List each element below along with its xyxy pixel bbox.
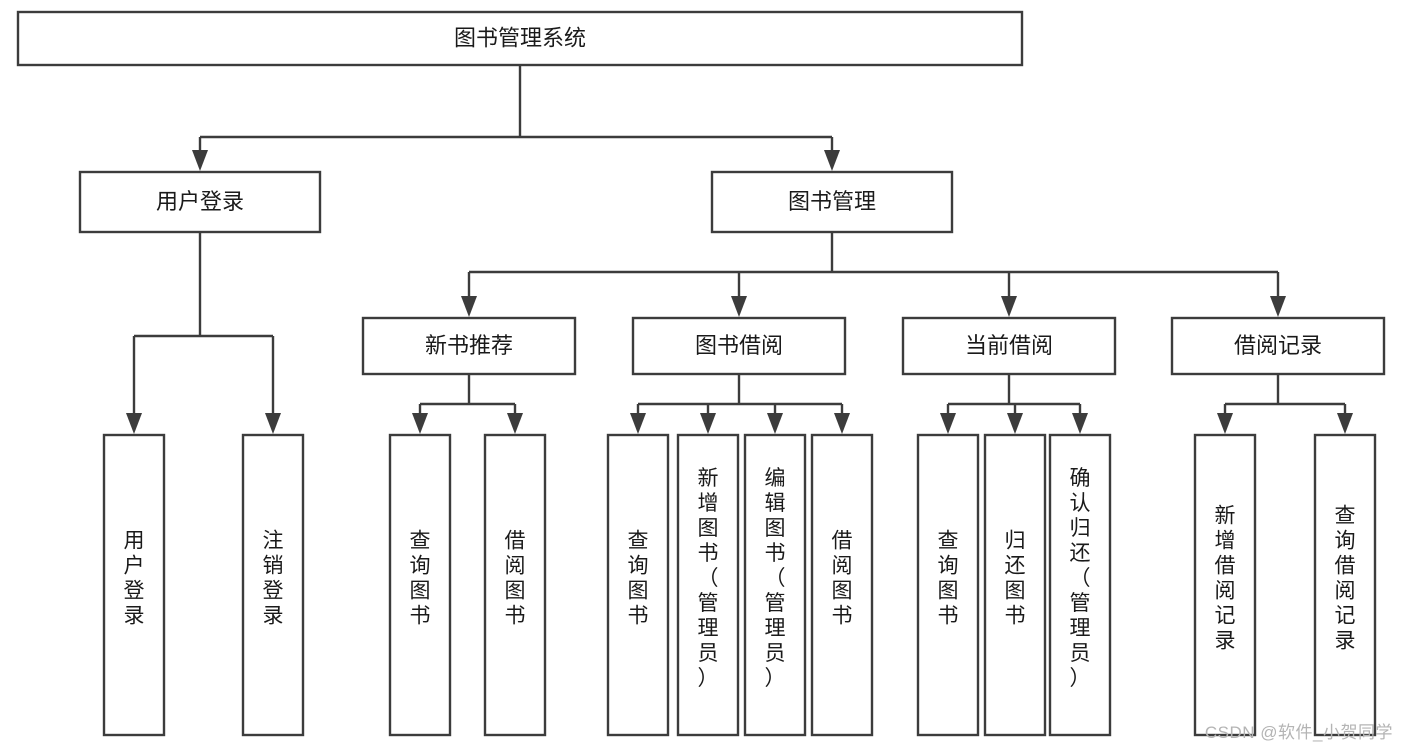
node-box[interactable] <box>1170 316 1386 376</box>
node-leaf-leaf-confirm-return[interactable]: 确认归还（管理员） <box>1048 433 1112 737</box>
node-box[interactable] <box>983 433 1047 737</box>
arrow-head-icon <box>412 413 428 434</box>
node-label: 借阅记录 <box>1234 333 1322 358</box>
node-label: 借阅图书 <box>505 530 526 628</box>
node-box[interactable] <box>743 433 807 737</box>
node-leaf-leaf-edit-book[interactable]: 编辑图书（管理员） <box>743 433 807 737</box>
node-box[interactable] <box>676 433 740 737</box>
node-label: 新增图书（管理员） <box>698 467 719 690</box>
connector-group-user-login <box>126 232 281 434</box>
node-label: 查询图书 <box>938 530 959 628</box>
node-box[interactable] <box>361 316 577 376</box>
node-level2-book-borrow[interactable]: 图书借阅 <box>631 316 847 376</box>
arrow-head-icon <box>192 150 208 171</box>
node-label: 用户登录 <box>156 189 244 214</box>
node-leaf-leaf-return-book[interactable]: 归还图书 <box>983 433 1047 737</box>
node-box[interactable] <box>1193 433 1257 737</box>
node-label: 查询图书 <box>410 530 431 628</box>
node-label: 编辑图书（管理员） <box>765 467 786 690</box>
connector-group-book-borrow <box>630 374 850 434</box>
node-label: 查询图书 <box>628 530 649 628</box>
node-box[interactable] <box>16 10 1024 67</box>
node-label: 新书推荐 <box>425 333 513 358</box>
node-box[interactable] <box>483 433 547 737</box>
watermark-text: CSDN @软件_小贺同学 <box>1204 723 1393 742</box>
node-label: 归还图书 <box>1005 530 1026 628</box>
node-leaf-leaf-user-login[interactable]: 用户登录 <box>102 433 166 737</box>
node-box[interactable] <box>1048 433 1112 737</box>
connector-group-borrow-record <box>1217 374 1353 434</box>
node-leaf-leaf-query-book-bb[interactable]: 查询图书 <box>606 433 670 737</box>
arrow-head-icon <box>1007 413 1023 434</box>
node-label: 图书管理系统 <box>454 25 586 50</box>
arrow-head-icon <box>940 413 956 434</box>
arrow-head-icon <box>126 413 142 434</box>
node-box[interactable] <box>606 433 670 737</box>
node-box[interactable] <box>78 170 322 234</box>
node-label: 用户登录 <box>124 530 145 628</box>
arrow-head-icon <box>824 150 840 171</box>
node-leaf-leaf-query-book-rec[interactable]: 查询图书 <box>388 433 452 737</box>
node-label: 注销登录 <box>263 530 284 628</box>
arrow-head-icon <box>731 296 747 317</box>
node-leaf-leaf-logout[interactable]: 注销登录 <box>241 433 305 737</box>
node-leaf-leaf-query-record[interactable]: 查询借阅记录 <box>1313 433 1377 737</box>
node-box[interactable] <box>810 433 874 737</box>
node-label: 查询借阅记录 <box>1335 505 1356 653</box>
node-box[interactable] <box>388 433 452 737</box>
node-leaf-leaf-add-record[interactable]: 新增借阅记录 <box>1193 433 1257 737</box>
arrow-head-icon <box>265 413 281 434</box>
node-root-图书管理系统[interactable]: 图书管理系统 <box>16 10 1024 67</box>
arrow-head-icon <box>700 413 716 434</box>
node-leaf-leaf-query-book-cb[interactable]: 查询图书 <box>916 433 980 737</box>
node-box[interactable] <box>901 316 1117 376</box>
node-level2-borrow-record[interactable]: 借阅记录 <box>1170 316 1386 376</box>
node-level2-current-borrow[interactable]: 当前借阅 <box>901 316 1117 376</box>
node-leaf-leaf-borrow-book-rec[interactable]: 借阅图书 <box>483 433 547 737</box>
node-level2-new-book-rec[interactable]: 新书推荐 <box>361 316 577 376</box>
arrow-head-icon <box>1072 413 1088 434</box>
node-label: 图书借阅 <box>695 333 783 358</box>
node-box[interactable] <box>916 433 980 737</box>
connector-group-current-borrow <box>940 374 1088 434</box>
arrow-head-icon <box>461 296 477 317</box>
node-label: 图书管理 <box>788 189 876 214</box>
arrow-head-icon <box>630 413 646 434</box>
node-label: 确认归还（管理员） <box>1070 467 1091 690</box>
node-leaf-leaf-add-book[interactable]: 新增图书（管理员） <box>676 433 740 737</box>
node-box[interactable] <box>631 316 847 376</box>
arrow-head-icon <box>507 413 523 434</box>
arrow-head-icon <box>834 413 850 434</box>
arrow-head-icon <box>1337 413 1353 434</box>
node-box[interactable] <box>1313 433 1377 737</box>
arrow-head-icon <box>1217 413 1233 434</box>
connector-group-root <box>192 65 840 171</box>
node-box[interactable] <box>710 170 954 234</box>
arrow-head-icon <box>767 413 783 434</box>
node-box[interactable] <box>241 433 305 737</box>
arrow-head-icon <box>1001 296 1017 317</box>
node-box[interactable] <box>102 433 166 737</box>
arrow-head-icon <box>1270 296 1286 317</box>
connector-group-book-manage <box>461 232 1286 317</box>
node-label: 当前借阅 <box>965 333 1053 358</box>
node-level1-book-manage[interactable]: 图书管理 <box>710 170 954 234</box>
node-leaf-leaf-borrow-book-bb[interactable]: 借阅图书 <box>810 433 874 737</box>
node-level1-user-login[interactable]: 用户登录 <box>78 170 322 234</box>
node-label: 新增借阅记录 <box>1215 505 1236 653</box>
connector-group-new-book-rec <box>412 374 523 434</box>
node-label: 借阅图书 <box>832 530 853 628</box>
